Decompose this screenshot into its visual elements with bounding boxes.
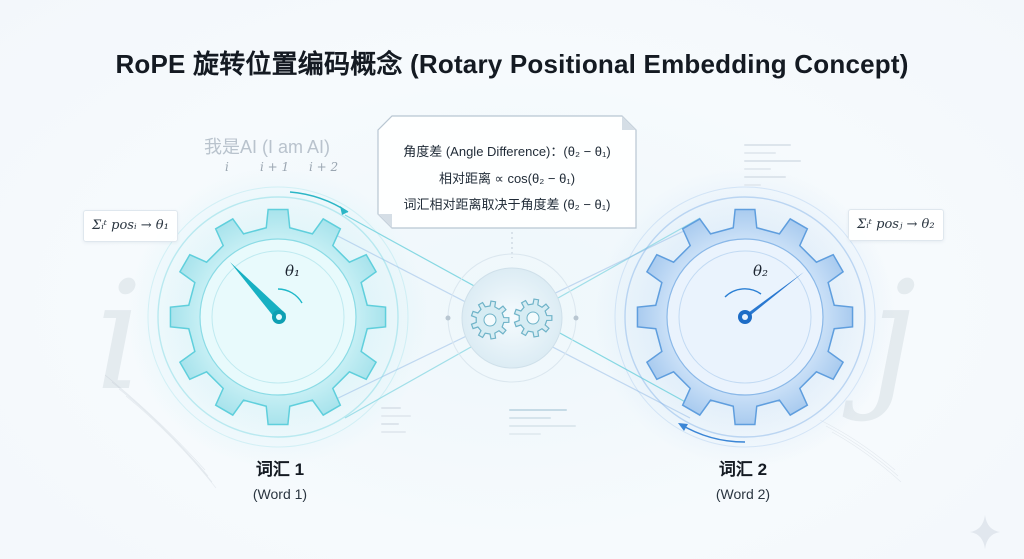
page-title: RoPE 旋转位置编码概念 (Rotary Positional Embeddi… <box>115 49 909 79</box>
word-1-name: 词汇 1 <box>255 460 305 479</box>
word-2-label: 词汇 2 (Word 2) <box>673 455 813 502</box>
right-orbit <box>614 186 876 448</box>
info-line-relative-distance: 相对距离 ∝ cos(θ₂ − θ₁) <box>438 171 576 186</box>
token-index-1: i + 1 <box>260 160 290 174</box>
word-1-english: (Word 1) <box>252 486 308 502</box>
word-1-label: 词汇 1 (Word 1) <box>210 455 350 502</box>
central-gears-icon <box>445 253 579 383</box>
token-index-0: i <box>225 160 229 174</box>
right-position-formula: Σᵢᵗ posⱼ → θ₂ <box>848 209 944 241</box>
token-index-2: i + 2 <box>309 160 339 174</box>
decorative-code-lines <box>381 144 801 435</box>
info-box-frame <box>377 115 637 229</box>
left-angle-label: θ₁ <box>285 262 301 280</box>
word-2-english: (Word 2) <box>715 486 771 502</box>
info-line-conclusion: 词汇相对距离取决于角度差 (θ₂ − θ₁) <box>403 197 611 212</box>
left-needle-icon <box>230 262 286 324</box>
left-position-formula: Σᵢᵗ posᵢ → θ₁ <box>83 210 178 242</box>
angle-difference-box: 角度差 (Angle Difference)：(θ₂ − θ₁) 相对距离 ∝ … <box>378 116 636 228</box>
sparkle-icon <box>970 515 1000 549</box>
ghost-letter-right: j <box>870 250 917 424</box>
right-angle-label: θ₂ <box>753 262 769 280</box>
right-needle-icon <box>738 272 804 324</box>
input-sentence: 我是AI (I am AI) <box>204 137 331 157</box>
left-orbit <box>147 186 409 448</box>
info-line-angle-difference: 角度差 (Angle Difference)：(θ₂ − θ₁) <box>403 144 611 159</box>
ghost-letter-left: i <box>95 250 143 424</box>
decorative-mesh <box>104 374 902 489</box>
word-2-name: 词汇 2 <box>718 460 768 479</box>
